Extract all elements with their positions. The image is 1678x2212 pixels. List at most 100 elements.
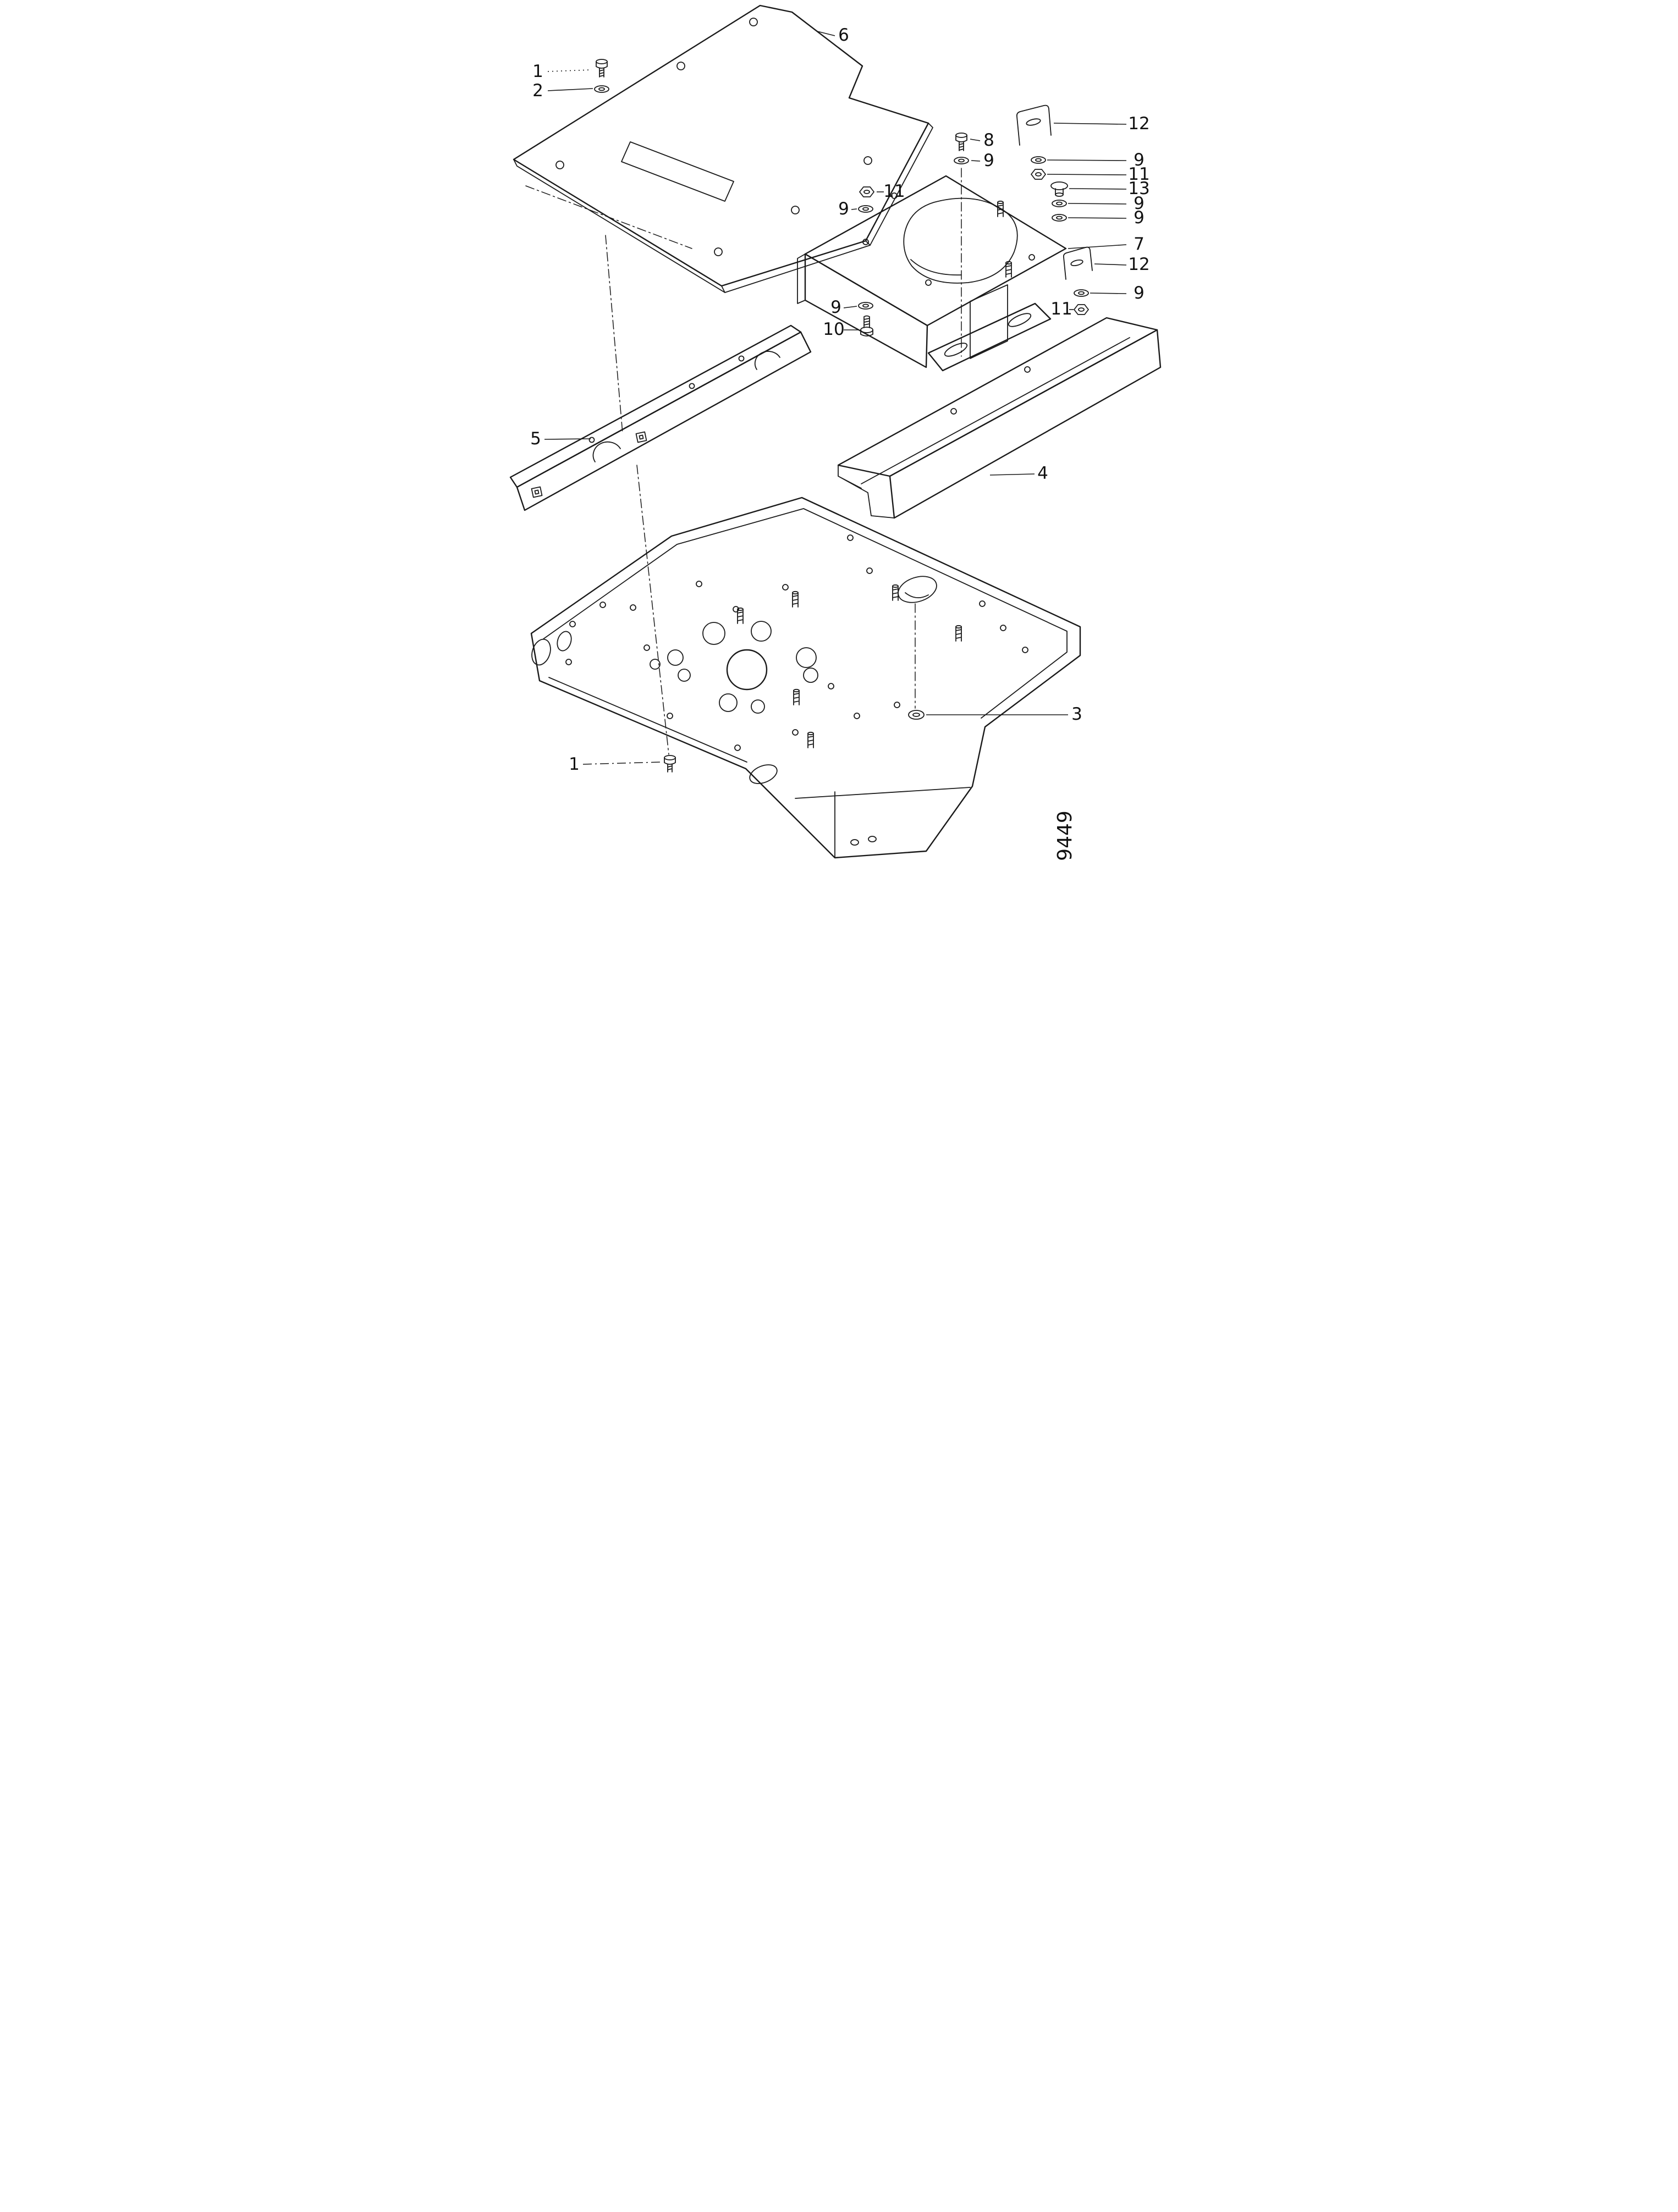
top-panel-slot (620, 141, 734, 202)
leader-line (1068, 244, 1126, 249)
callout-label: 11 (1128, 164, 1149, 184)
callout-label: 1 (569, 754, 580, 774)
cover-inner-bracket (969, 284, 1008, 359)
rail-notch (754, 351, 780, 370)
clamp-bracket-icon (1016, 104, 1052, 146)
callout-label: 7 (1134, 234, 1145, 254)
panel-hole (713, 247, 723, 256)
callout-label: 9 (983, 151, 994, 170)
stud-icon (807, 731, 814, 748)
washer-icon (857, 302, 873, 310)
callout-label: 12 (1128, 114, 1149, 134)
cover-hole (1028, 254, 1035, 261)
pan-side-oval (556, 631, 572, 652)
pan-hole (667, 649, 684, 666)
top-panel-fold-bottom (720, 245, 871, 293)
pan-hole (791, 729, 799, 736)
pan-hole (978, 600, 986, 607)
callout-label: 9 (1134, 150, 1145, 170)
callout-label: 13 (1128, 179, 1149, 198)
rail-notch (592, 441, 621, 462)
support-rail-part (509, 324, 811, 511)
panel-hole (863, 156, 872, 165)
cover-top-face (804, 175, 1066, 327)
callout-label: 6 (838, 25, 849, 45)
pan-hole (695, 581, 702, 587)
pan-outline (530, 497, 1081, 859)
pan-hole (677, 669, 691, 682)
top-panel-part (513, 4, 933, 293)
pan-oval-curl (904, 592, 929, 598)
callout-label: 2 (532, 81, 543, 101)
callout-label: 9 (1134, 208, 1145, 228)
pan-hole (732, 606, 739, 613)
leader-line (1047, 159, 1126, 161)
top-panel-fold-left (513, 159, 725, 293)
callout-label: 9 (830, 297, 841, 317)
leader-line (970, 139, 980, 141)
pan-hole (629, 604, 636, 611)
stud-icon (1005, 261, 1012, 278)
cover-front-face (804, 253, 928, 368)
callout-label: 5 (530, 429, 541, 449)
callout-label: 9 (1134, 283, 1145, 303)
leader-line (547, 69, 592, 72)
pan-hole (850, 839, 859, 846)
leader-line (582, 762, 661, 765)
callout-label: 9 (838, 199, 849, 219)
beam-hole (950, 408, 957, 415)
rail-hole (738, 355, 744, 362)
callout-label: 1 (532, 62, 543, 81)
stud-icon (791, 591, 799, 608)
panel-hole (555, 161, 564, 169)
pan-hole (782, 584, 789, 591)
pan-large-hole (726, 649, 767, 691)
rail-top-face (509, 324, 801, 488)
leader-line (817, 31, 835, 36)
pan-hole (867, 836, 877, 842)
washer-icon (1073, 289, 1089, 297)
panel-hole (676, 62, 685, 70)
washer-icon (857, 205, 873, 213)
pan-side-oval (531, 638, 551, 666)
callout-leaders (544, 31, 1126, 765)
cover-part (796, 175, 1066, 372)
pan-hole (750, 621, 772, 642)
hex-bolt-icon (955, 133, 967, 151)
hex-bolt-icon (595, 59, 608, 78)
pan-hole (643, 644, 650, 651)
pan-hole (702, 622, 725, 645)
top-panel-outline (513, 4, 929, 287)
cover-hole (925, 279, 932, 286)
cover-hole (862, 239, 869, 245)
pan-hole (718, 693, 738, 712)
parts-diagram-page: 1 2 6 8 9 11 9 12 9 11 13 9 9 7 12 9 11 … (509, 0, 1169, 870)
callout-label: 9 (1134, 194, 1145, 213)
plug-icon (1050, 181, 1068, 197)
pan-hole (827, 683, 834, 689)
pan-hole (866, 567, 873, 574)
panel-hole (790, 206, 800, 214)
pan-hole (846, 534, 854, 541)
leader-line (547, 88, 593, 91)
pan-hole (893, 702, 900, 708)
side-cover-part (837, 317, 1161, 519)
pan-hole (649, 659, 661, 670)
hex-nut-icon (1073, 304, 1089, 315)
hex-nut-icon (1030, 169, 1046, 180)
square-nut-icon (635, 431, 647, 443)
pan-hole (734, 744, 741, 751)
square-nut-icon (531, 486, 542, 498)
leader-line (1094, 263, 1126, 266)
rail-front-face (516, 331, 811, 511)
stud-icon (892, 584, 899, 601)
base-pan-part (530, 497, 1081, 859)
pan-hole (666, 713, 673, 719)
stud-icon (955, 625, 962, 642)
washer-icon (1030, 156, 1046, 164)
callout-label: 3 (1071, 704, 1082, 724)
cover-foot-flange (927, 302, 1051, 372)
assembly-centerline (636, 465, 669, 755)
cover-hole-rim (910, 259, 962, 275)
foot-slot (1008, 313, 1031, 327)
